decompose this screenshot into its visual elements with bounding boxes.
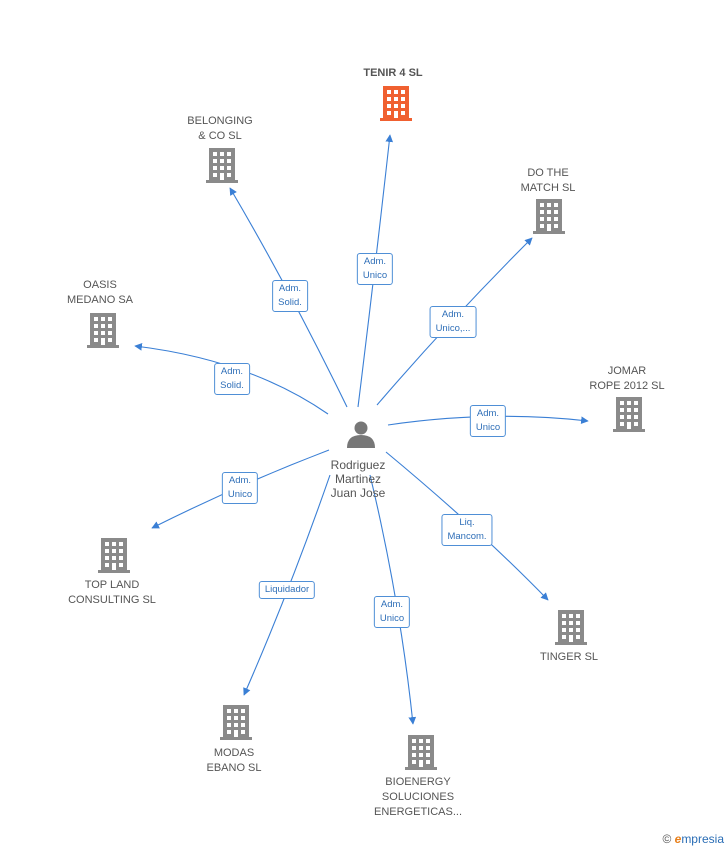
company-label-modas-line: EBANO SL: [206, 762, 262, 774]
role-tag-topland[interactable]: Adm. Unico: [221, 472, 259, 504]
company-label-jomar-line: ROPE 2012 SL: [589, 380, 665, 392]
role-tag-modas-line: Liquidador: [264, 584, 310, 595]
company-label-jomar[interactable]: JOMAR ROPE 2012 SL: [589, 364, 664, 394]
company-label-dothematch-line: DO THE: [527, 167, 569, 179]
role-tag-belonging-line: Solid.: [278, 297, 302, 308]
role-tag-modas[interactable]: Liquidador: [258, 581, 316, 599]
role-tag-tenir[interactable]: Adm. Unico: [356, 253, 394, 285]
role-tag-bioenergy-line: Unico: [379, 613, 405, 624]
company-label-belonging-line: BELONGING: [187, 115, 253, 127]
company-label-oasis-line: MEDANO SA: [66, 294, 134, 306]
company-label-modas[interactable]: MODAS EBANO SL: [206, 746, 261, 776]
role-tag-tinger[interactable]: Liq. Mancom.: [441, 514, 493, 546]
role-tag-tinger-line: Liq.: [459, 517, 475, 528]
role-tag-dothematch[interactable]: Adm. Unico,...: [429, 306, 477, 338]
company-label-topland[interactable]: TOP LAND CONSULTING SL: [68, 578, 156, 608]
brand-logo-text: mpresia: [681, 832, 724, 846]
role-tag-oasis-line: Adm.: [220, 366, 244, 377]
person-icon[interactable]: [347, 421, 375, 449]
person-icon-body: [347, 435, 375, 448]
company-label-bioenergy-line: BIOENERGY: [385, 776, 451, 788]
role-tag-bioenergy[interactable]: Adm. Unico: [373, 596, 411, 628]
person-icon-head: [354, 421, 368, 435]
role-tag-jomar-line: Unico: [475, 422, 501, 433]
role-tag-topland-line: Adm.: [228, 475, 252, 486]
role-tag-dothematch-line: Unico,...: [435, 323, 471, 334]
company-label-tenir[interactable]: TENIR 4 SL: [363, 66, 422, 81]
role-tag-dothematch-line: Adm.: [441, 309, 465, 320]
role-tag-tenir-line: Unico: [362, 270, 388, 281]
company-label-bioenergy-line: ENERGETICAS...: [373, 806, 463, 818]
company-label-bioenergy[interactable]: BIOENERGY SOLUCIONES ENERGETICAS...: [374, 775, 462, 820]
role-tag-jomar[interactable]: Adm. Unico: [469, 405, 507, 437]
company-label-tenir-line: TENIR 4 SL: [363, 67, 423, 79]
role-tag-belonging-line: Adm.: [278, 283, 302, 294]
footer-brand: © empresia: [662, 832, 724, 846]
company-label-belonging[interactable]: BELONGING & CO SL: [187, 114, 252, 144]
copyright-symbol: ©: [662, 832, 672, 846]
role-tag-topland-line: Unico: [227, 489, 253, 500]
company-label-tinger[interactable]: TINGER SL: [540, 650, 598, 665]
building-icon-modas[interactable]: [220, 705, 252, 740]
role-tag-belonging[interactable]: Adm. Solid.: [272, 280, 308, 312]
role-tag-tenir-line: Adm.: [363, 256, 387, 267]
brand-logo-initial: e: [674, 832, 682, 846]
person-name-label-line: Juan Jose: [330, 486, 386, 500]
building-icon-bioenergy[interactable]: [405, 735, 437, 770]
company-label-dothematch-line: MATCH SL: [520, 182, 576, 194]
role-tag-tinger-line: Mancom.: [447, 531, 487, 542]
company-label-topland-line: CONSULTING SL: [68, 594, 156, 606]
company-label-oasis-line: OASIS: [83, 279, 117, 291]
company-label-modas-line: MODAS: [213, 747, 255, 759]
building-icon-topland[interactable]: [98, 538, 130, 573]
company-label-belonging-line: & CO SL: [198, 130, 242, 142]
building-icon-dothematch[interactable]: [533, 199, 565, 234]
company-label-jomar-line: JOMAR: [607, 365, 647, 377]
building-icon-tenir[interactable]: [380, 86, 412, 121]
person-name-label-line: Martinez: [334, 472, 382, 486]
building-icon-jomar[interactable]: [613, 397, 645, 432]
role-tag-jomar-line: Adm.: [476, 408, 500, 419]
company-label-dothematch[interactable]: DO THE MATCH SL: [521, 166, 576, 196]
company-label-topland-line: TOP LAND: [84, 579, 140, 591]
building-icon-oasis[interactable]: [87, 313, 119, 348]
role-tag-bioenergy-line: Adm.: [380, 599, 404, 610]
company-label-oasis[interactable]: OASIS MEDANO SA: [67, 278, 133, 308]
building-icon-belonging[interactable]: [206, 148, 238, 183]
role-tag-oasis-line: Solid.: [220, 380, 244, 391]
company-label-tinger-line: TINGER SL: [539, 651, 599, 663]
building-icon-tinger[interactable]: [555, 610, 587, 645]
company-label-bioenergy-line: SOLUCIONES: [381, 791, 455, 803]
person-name-label-line: Rodriguez: [330, 458, 386, 472]
role-tag-oasis[interactable]: Adm. Solid.: [214, 363, 250, 395]
